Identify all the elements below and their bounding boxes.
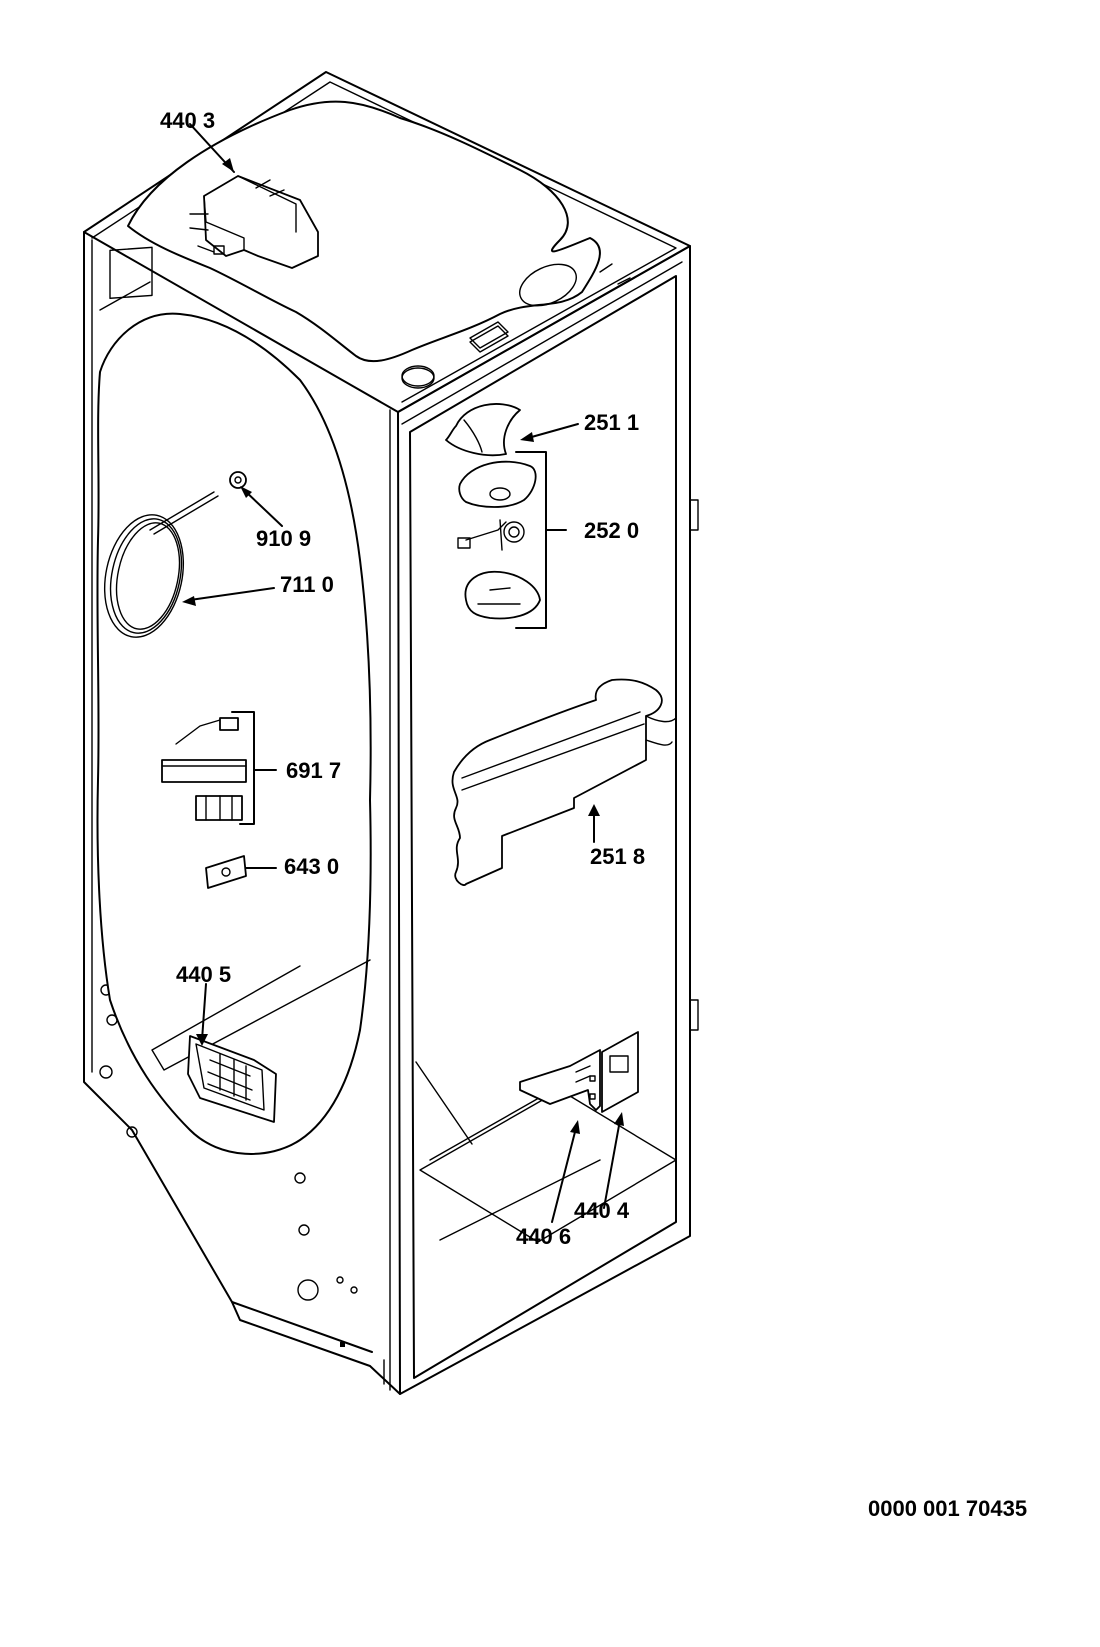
part-251-1-lamp-cover	[445, 403, 521, 457]
part-440-6-bracket	[519, 1049, 601, 1111]
label-440-4: 440 4	[574, 1198, 630, 1223]
label-251-1: 251 1	[584, 410, 640, 435]
part-440-5-control-module	[187, 1035, 277, 1123]
part-440-4-bracket	[601, 1031, 639, 1113]
cutaway-top	[127, 100, 601, 387]
label-440-5: 440 5	[176, 962, 232, 987]
label-711-0: 711 0	[280, 572, 334, 597]
document-number: 0000 001 70435	[868, 1496, 1028, 1521]
label-643-0: 643 0	[284, 854, 340, 879]
label-251-8: 251 8	[590, 844, 646, 869]
cutaway-side	[96, 312, 372, 1155]
part-440-3-fan-housing	[189, 175, 319, 269]
part-252-0-light-assembly	[457, 451, 547, 629]
part-910-9-nut	[229, 471, 247, 489]
part-691-7-group	[161, 711, 255, 825]
part-643-0-plate	[205, 855, 247, 889]
leader-lines	[182, 123, 624, 1223]
label-440-6: 440 6	[516, 1224, 572, 1249]
label-910-9: 910 9	[256, 526, 312, 551]
part-711-0-coil	[103, 491, 219, 638]
label-691-7: 691 7	[286, 758, 342, 783]
label-252-0: 252 0	[584, 518, 640, 543]
label-440-3: 440 3	[160, 108, 216, 133]
part-251-8-crossbar	[451, 678, 677, 886]
